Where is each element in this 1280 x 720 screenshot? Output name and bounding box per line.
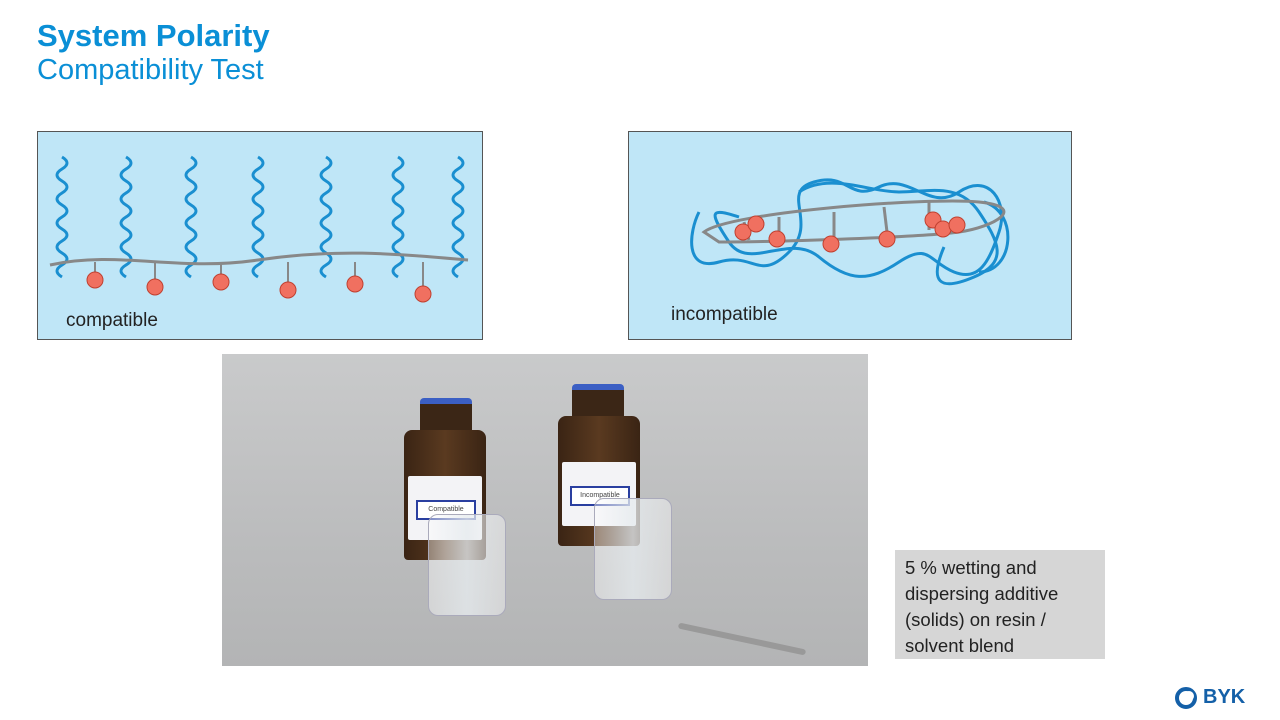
side-chain <box>319 155 333 279</box>
compatibility-test-photo: Compatible Incompatible <box>222 354 868 666</box>
side-chain <box>55 155 69 279</box>
anchor-group <box>279 281 297 299</box>
compatible-diagram: compatible <box>37 131 483 340</box>
byk-logo-icon <box>1175 686 1197 709</box>
side-chain <box>119 155 133 279</box>
page-subtitle: Compatibility Test <box>37 54 264 86</box>
byk-logo: BYK <box>1175 686 1245 709</box>
side-chain <box>184 155 198 279</box>
anchor-group <box>146 278 164 296</box>
anchor-group <box>414 285 432 303</box>
anchor-group <box>212 273 230 291</box>
anchor-group <box>346 275 364 293</box>
side-chain <box>391 155 405 279</box>
side-chain <box>251 155 265 279</box>
side-chain <box>451 155 465 279</box>
incompatible-diagram: incompatible <box>628 131 1072 340</box>
incompatible-label: incompatible <box>671 304 778 325</box>
compatible-label: compatible <box>66 310 158 331</box>
page-title: System Polarity <box>37 18 270 53</box>
backbone-chain <box>49 251 469 267</box>
caption-box: 5 % wetting and dispersing additive (sol… <box>895 550 1105 659</box>
anchor-group <box>86 271 104 289</box>
